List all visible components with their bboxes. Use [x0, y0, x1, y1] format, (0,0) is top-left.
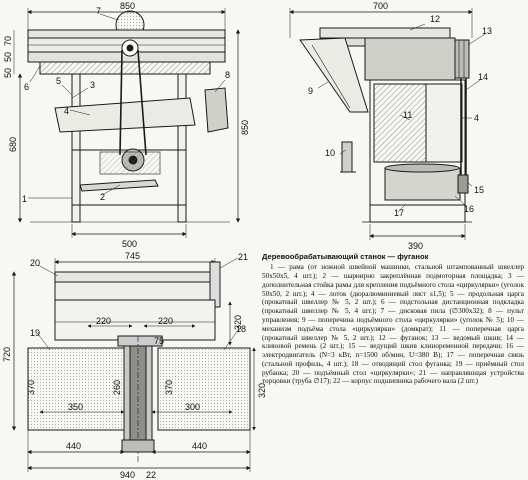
callout-8: 8: [225, 70, 230, 80]
dim-plan-440-a: 440: [66, 441, 81, 451]
belt-left: [119, 49, 123, 156]
callout-19: 19: [30, 328, 40, 338]
callout-18: 18: [236, 324, 246, 334]
jack: [341, 141, 353, 173]
dim-plan-940: 940: [120, 470, 135, 480]
bearing-housing: [121, 439, 155, 453]
callout-12: 12: [430, 14, 440, 24]
dim-plan-300: 300: [185, 402, 200, 412]
callout-11: 11: [403, 110, 412, 120]
callout-20: 20: [30, 258, 40, 268]
dim-front-height-b: 50: [3, 52, 13, 62]
support-spacer: [39, 61, 211, 75]
front-view: [13, 8, 241, 238]
caption-body: 1 — рама (от ножной швейной машинки, ста…: [262, 263, 524, 386]
control-panel: [204, 87, 229, 133]
dim-side-top-width: 700: [373, 1, 388, 11]
callout-5: 5: [56, 76, 61, 86]
jointer-body: [364, 37, 456, 81]
callout-13: 13: [482, 26, 492, 36]
callout-15: 15: [474, 185, 484, 195]
frame-leg-left: [71, 73, 81, 223]
dim-front-height-total: 850: [240, 120, 250, 135]
dim-plan-22: 22: [146, 470, 156, 480]
dim-front-height-frame: 680: [8, 137, 18, 152]
dim-front-height-a: 50: [3, 68, 13, 78]
belt-right: [137, 49, 147, 156]
dim-plan-220-a: 220: [96, 316, 111, 326]
cross-rail: [373, 83, 427, 163]
dim-plan-370-a: 370: [26, 380, 36, 395]
plan-view: [11, 257, 256, 472]
dim-plan-440-b: 440: [192, 441, 207, 451]
outfeed-table: [157, 347, 251, 431]
dim-plan-320-a: 320: [233, 315, 243, 330]
tray: [54, 97, 196, 133]
callout-10: 10: [325, 148, 335, 158]
dim-front-top-width: 850: [120, 1, 135, 11]
callout-9: 9: [308, 86, 313, 96]
callout-1: 1: [22, 194, 27, 204]
callout-14: 14: [478, 72, 488, 82]
lift-table-arm: [299, 37, 369, 113]
drawing-caption: Деревообрабатывающий станок — фуганок 1 …: [262, 252, 524, 386]
callout-7: 7: [96, 6, 101, 16]
callout-3: 3: [90, 80, 95, 90]
table-top: [27, 29, 226, 39]
callout-2: 2: [100, 192, 105, 202]
dim-front-leg-width: 500: [122, 239, 137, 249]
dim-front-height-c: 70: [3, 36, 13, 46]
drive-pulley: [457, 174, 469, 194]
dim-plan-370-b: 370: [164, 380, 174, 395]
callout-6: 6: [24, 82, 29, 92]
callout-16: 16: [464, 204, 474, 214]
motor: [384, 167, 461, 201]
caption-title: Деревообрабатывающий станок — фуганок: [262, 252, 429, 261]
callout-4-side: 4: [474, 113, 479, 123]
driven-pulley: [454, 39, 470, 79]
dim-side-base-width: 390: [408, 241, 423, 251]
side-view: [289, 8, 486, 240]
callout-21: 21: [238, 252, 248, 262]
callout-4: 4: [64, 106, 69, 116]
dim-plan-720: 720: [2, 347, 12, 362]
dim-plan-260: 260: [112, 380, 122, 395]
jointer-top: [319, 27, 451, 39]
dim-plan-350: 350: [68, 402, 83, 412]
dim-plan-top-width: 745: [125, 251, 140, 261]
lift-table: [54, 271, 216, 283]
callout-17: 17: [394, 208, 404, 218]
dim-plan-320-b: 320: [257, 383, 267, 398]
dim-plan-75: 75: [154, 336, 164, 346]
frame-leg-right: [177, 73, 187, 223]
dim-plan-220-b: 220: [158, 316, 173, 326]
